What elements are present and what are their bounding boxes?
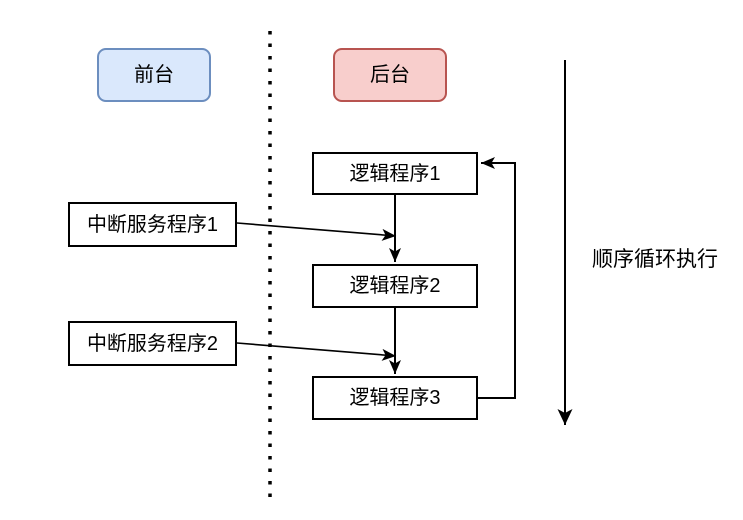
sequence-loop-label: 顺序循环执行 (592, 248, 718, 271)
arrow-isr1-to-main-flow (236, 222, 397, 241)
logic-program-2-box: 逻辑程序2 (312, 264, 478, 308)
background-section-label: 后台 (333, 48, 447, 102)
arrow-feedback-logic3-to-logic1 (478, 157, 516, 399)
foreground-section-label: 前台 (97, 48, 211, 102)
interrupt-service-2-box: 中断服务程序2 (68, 321, 237, 366)
logic-program-1-box: 逻辑程序1 (312, 152, 478, 195)
interrupt-service-1-box: 中断服务程序1 (68, 202, 237, 247)
arrow-isr2-to-main-flow (236, 342, 397, 361)
logic-program-3-box: 逻辑程序3 (312, 376, 478, 420)
